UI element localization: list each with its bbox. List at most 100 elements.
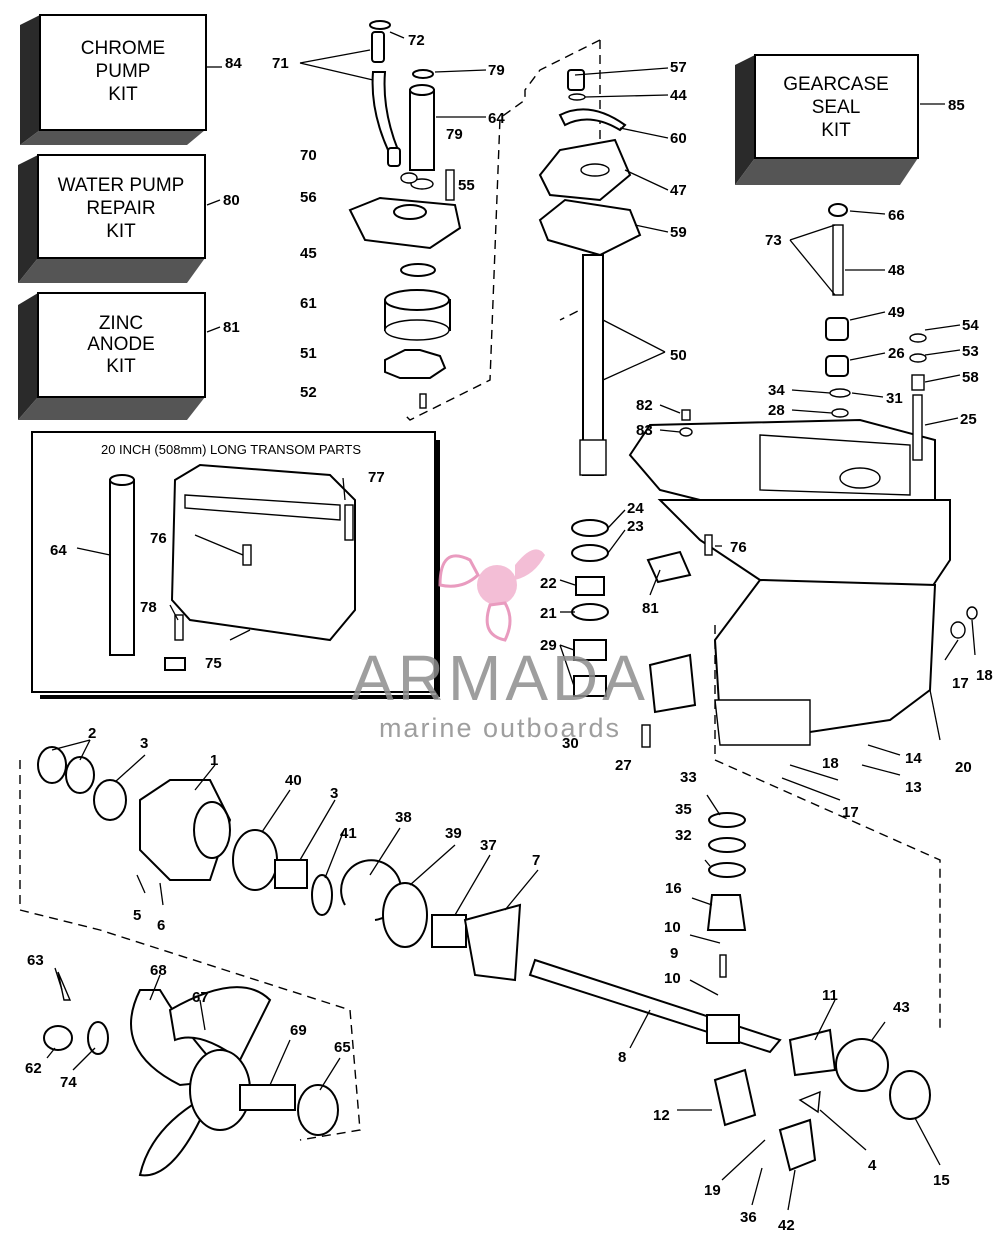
part-number-69: 69 — [290, 1022, 307, 1039]
part-number-74: 74 — [60, 1074, 77, 1091]
part-number-51: 51 — [300, 345, 317, 362]
part-number-31: 31 — [886, 390, 903, 407]
part-number-34: 34 — [768, 382, 785, 399]
propeller-logo-icon — [438, 549, 545, 642]
part-number-47: 47 — [670, 182, 687, 199]
part-number-4: 4 — [868, 1157, 877, 1174]
part-number-64: 64 — [50, 542, 67, 559]
part-number-13: 13 — [905, 779, 922, 796]
part-number-25: 25 — [960, 411, 977, 428]
part-number-37: 37 — [480, 837, 497, 854]
kit-box-water-pump-repair: WATER PUMP REPAIR KIT 80 — [18, 154, 240, 283]
part-number-68: 68 — [150, 962, 167, 979]
kit-84-line-3: KIT — [108, 84, 138, 105]
part-number-10: 10 — [664, 919, 681, 936]
kit-box-gearcase-seal: GEARCASE SEAL KIT 85 — [735, 54, 965, 185]
part-number-76: 76 — [730, 539, 747, 556]
part-number-50: 50 — [670, 347, 687, 364]
part-number-73: 73 — [765, 232, 782, 249]
part-number-10: 10 — [664, 970, 681, 987]
kit-81-line-1: ZINC — [99, 313, 143, 334]
kit-80-line-1: WATER PUMP — [58, 175, 185, 196]
part-number-7: 7 — [532, 852, 540, 869]
part-number-56: 56 — [300, 189, 317, 206]
watermark-tagline: marine outboards — [379, 713, 621, 743]
part-number-23: 23 — [627, 518, 644, 535]
part-number-64: 64 — [488, 110, 505, 127]
part-number-3: 3 — [330, 785, 338, 802]
inset-title: 20 INCH (508mm) LONG TRANSOM PARTS — [101, 442, 361, 457]
part-number-28: 28 — [768, 402, 785, 419]
propeller-group — [43, 971, 339, 1177]
part-number-62: 62 — [25, 1060, 42, 1077]
part-number-17: 17 — [952, 675, 969, 692]
kit-85-number: 85 — [948, 97, 965, 114]
part-number-76: 76 — [150, 530, 167, 547]
part-number-59: 59 — [670, 224, 687, 241]
kit-81-line-2: ANODE — [87, 334, 155, 355]
part-number-52: 52 — [300, 384, 317, 401]
part-number-66: 66 — [888, 207, 905, 224]
part-number-22: 22 — [540, 575, 557, 592]
part-number-15: 15 — [933, 1172, 950, 1189]
part-number-81: 81 — [642, 600, 659, 617]
kit-84-line-2: PUMP — [96, 61, 151, 82]
kit-85-line-2: SEAL — [812, 97, 861, 118]
gearcase-housing — [628, 418, 951, 746]
part-number-26: 26 — [888, 345, 905, 362]
part-number-83: 83 — [636, 422, 653, 439]
part-number-71: 71 — [272, 55, 289, 72]
part-number-40: 40 — [285, 772, 302, 789]
part-number-70: 70 — [300, 147, 317, 164]
part-number-65: 65 — [334, 1039, 351, 1056]
part-number-61: 61 — [300, 295, 317, 312]
part-number-43: 43 — [893, 999, 910, 1016]
part-number-24: 24 — [627, 500, 644, 517]
part-number-58: 58 — [962, 369, 979, 386]
part-number-36: 36 — [740, 1209, 757, 1226]
part-number-49: 49 — [888, 304, 905, 321]
part-number-32: 32 — [675, 827, 692, 844]
part-number-45: 45 — [300, 245, 317, 262]
part-number-6: 6 — [157, 917, 165, 934]
part-number-60: 60 — [670, 130, 687, 147]
part-number-3: 3 — [140, 735, 148, 752]
part-number-21: 21 — [540, 605, 557, 622]
kit-84-number: 84 — [225, 55, 242, 72]
part-number-33: 33 — [680, 769, 697, 786]
part-number-19: 19 — [704, 1182, 721, 1199]
part-number-29: 29 — [540, 637, 557, 654]
kit-80-line-2: REPAIR — [86, 198, 155, 219]
part-number-54: 54 — [962, 317, 979, 334]
part-number-16: 16 — [665, 880, 682, 897]
part-number-63: 63 — [27, 952, 44, 969]
part-number-2: 2 — [88, 725, 96, 742]
part-number-72: 72 — [408, 32, 425, 49]
part-number-27: 27 — [615, 757, 632, 774]
driveshaft-group — [538, 69, 642, 476]
part-number-20: 20 — [955, 759, 972, 776]
kit-80-number: 80 — [223, 192, 240, 209]
leader-lines — [46, 31, 976, 1211]
part-number-18: 18 — [822, 755, 839, 772]
long-transom-inset: 20 INCH (508mm) LONG TRANSOM PARTS — [31, 431, 440, 699]
part-number-39: 39 — [445, 825, 462, 842]
right-hardware — [679, 203, 978, 639]
part-number-67: 67 — [192, 989, 209, 1006]
kit-box-zinc-anode: ZINC ANODE KIT 81 — [18, 292, 240, 420]
water-pump-group — [348, 20, 462, 409]
part-number-53: 53 — [962, 343, 979, 360]
part-number-30: 30 — [562, 735, 579, 752]
propeller-shaft-assembly — [37, 746, 931, 1172]
kit-85-line-3: KIT — [821, 120, 851, 141]
part-number-12: 12 — [653, 1107, 670, 1124]
kit-81-number: 81 — [223, 319, 240, 336]
part-number-11: 11 — [822, 987, 838, 1004]
part-number-79: 79 — [488, 62, 505, 79]
part-number-82: 82 — [636, 397, 653, 414]
pinion-stack — [706, 812, 747, 978]
part-number-77: 77 — [368, 469, 385, 486]
part-number-17: 17 — [842, 804, 859, 821]
